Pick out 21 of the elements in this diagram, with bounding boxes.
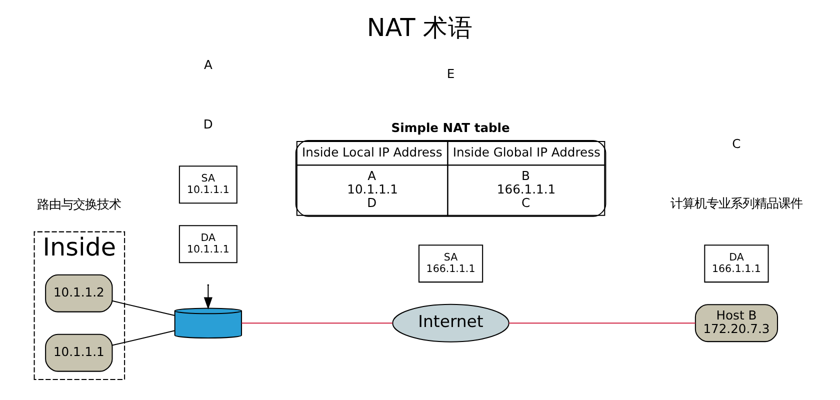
label: 路由与交换技术 [36,197,121,212]
connector [508,322,696,324]
connector [112,330,175,346]
node-box: 10.1.1.2 [45,274,113,312]
node-label: Simple NAT table [391,120,510,135]
label: D [203,117,213,132]
node-box: SA 10.1.1.1 [178,166,238,204]
diagram-title: NAT 术语 [366,13,474,42]
node-box: DA 10.1.1.1 [178,225,238,264]
node-box: 10.1.1.1 [45,334,113,372]
connector [242,322,393,324]
node-box: SA 166.1.1.1 [418,244,484,283]
label: C [732,136,741,151]
connector [112,300,175,316]
node-box: Host B 172.20.7.3 [694,304,778,342]
arrow [204,286,212,310]
label: A [204,58,212,72]
node-ellipse: Internet [392,304,510,342]
label: 计算机专业系列精品课件 [670,196,802,210]
label: E [446,67,455,82]
node-box: DA 166.1.1.1 [704,244,769,283]
